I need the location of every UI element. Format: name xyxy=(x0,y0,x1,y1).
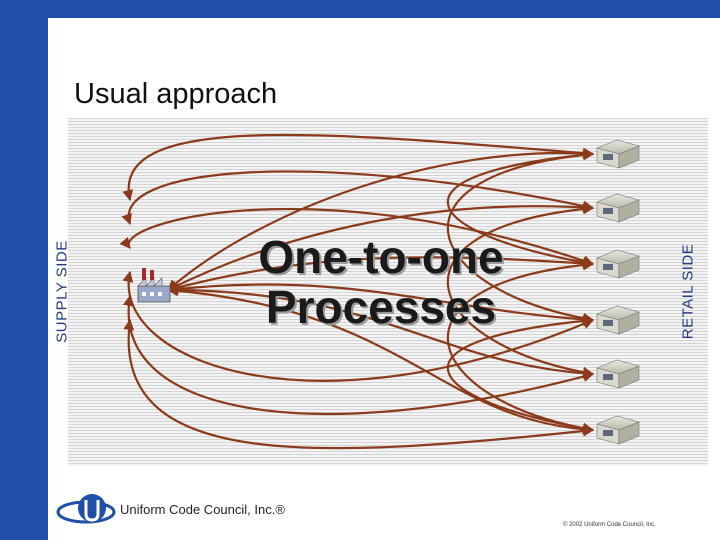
top-accent-bar xyxy=(0,0,720,18)
factory-icon xyxy=(137,268,171,303)
store-icon xyxy=(596,193,640,223)
connection-arrow xyxy=(446,149,595,268)
center-caption-line1: One-to-one xyxy=(258,231,504,283)
left-accent-bar xyxy=(0,0,48,540)
retail-side-label: RETAIL SIDE xyxy=(679,243,697,340)
store-icon xyxy=(596,359,640,389)
slide-title: Usual approach xyxy=(74,78,278,110)
store-icon xyxy=(596,249,640,279)
connection-arrow xyxy=(123,318,595,450)
connection-arrow xyxy=(121,170,595,226)
ucc-logo-icon xyxy=(56,494,116,524)
connection-arrow xyxy=(446,149,595,324)
store-icon xyxy=(596,305,640,335)
store-icon xyxy=(596,415,640,445)
supply-side-label: SUPPLY SIDE xyxy=(53,240,71,343)
center-caption-line2: Processes xyxy=(265,281,497,333)
connection-arrow xyxy=(122,133,595,202)
connection-arrow xyxy=(446,259,595,434)
store-icon xyxy=(596,139,640,169)
center-caption: One-to-one Processes xyxy=(236,232,526,332)
connection-arrow xyxy=(446,203,595,378)
connection-arrow xyxy=(446,315,595,434)
copyright-notice: © 2002 Uniform Code Council, Inc. xyxy=(563,522,656,528)
logo-wordmark: Uniform Code Council, Inc.® xyxy=(120,502,285,517)
